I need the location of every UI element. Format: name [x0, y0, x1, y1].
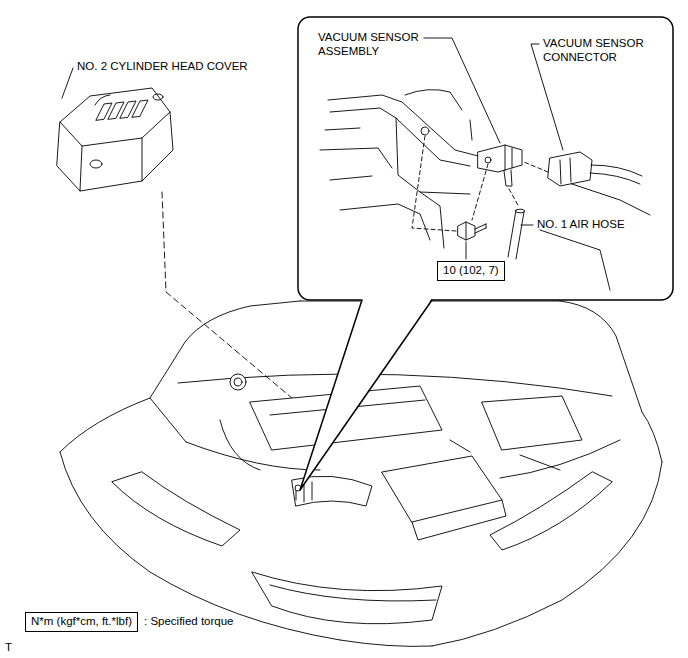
part-label: NO. 2 CYLINDER HEAD COVER: [77, 60, 248, 74]
assembly-guides: [412, 136, 548, 231]
leader-line: [62, 68, 73, 98]
cylinder-head-cover: [57, 88, 173, 191]
leader-line: [466, 242, 467, 259]
box-text: N*m (kgf*cm, ft.*lbf): [31, 615, 132, 627]
leader-line: [424, 38, 500, 143]
figure-code: T: [5, 641, 12, 655]
bolt: [458, 222, 486, 240]
part-label: VACUUM SENSOR ASSEMBLY: [318, 31, 426, 59]
leader-line: [521, 225, 533, 226]
air-hose: [508, 209, 525, 259]
legend-text: : Specified torque: [144, 615, 234, 629]
callout-wedge: [300, 298, 432, 490]
callout-pointer: [300, 300, 432, 490]
vacuum-sensor: [478, 145, 522, 186]
detail-inset: [298, 17, 673, 300]
part-label: VACUUM SENSOR CONNECTOR: [543, 37, 655, 65]
torque-box: 10 (102, 7): [437, 261, 505, 281]
sensor-connector: [548, 152, 642, 186]
legend-box: N*m (kgf*cm, ft.*lbf): [25, 612, 138, 632]
box-text: 10 (102, 7): [443, 264, 499, 276]
mounting-bracket: [320, 90, 650, 290]
dashed-guide: [162, 192, 318, 420]
part-label: NO. 1 AIR HOSE: [537, 218, 625, 232]
